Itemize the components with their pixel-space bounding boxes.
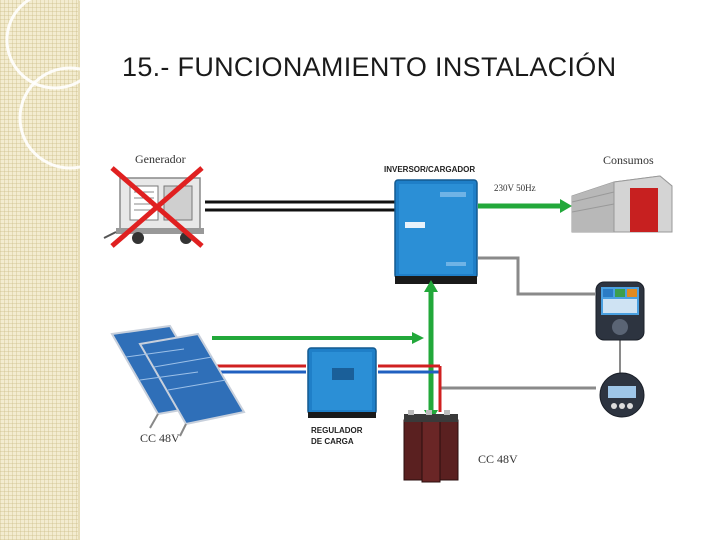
slide-title: 15.- FUNCIONAMIENTO INSTALACIÓN [122, 52, 617, 82]
battery-monitor-icon [599, 372, 645, 418]
ac-output-arrow [478, 199, 572, 213]
control-panel-icon [595, 281, 645, 341]
regulator-to-inverter-arrow [212, 332, 424, 344]
regulator-label-line2: DE CARGA [311, 437, 354, 446]
inverter-charger-icon [394, 179, 478, 284]
battery-bank-icon [403, 410, 459, 483]
battery-voltage-label: CC 48V [478, 452, 518, 466]
inverter-label: INVERSOR/CARGADOR [384, 165, 476, 174]
generator-cross-icon [110, 166, 204, 248]
ac-voltage-label: 230V 50Hz [494, 183, 536, 193]
side-band-edge [78, 0, 80, 540]
charge-regulator-icon [307, 347, 377, 418]
regulator-label-line1: REGULADOR [311, 426, 363, 435]
pv-voltage-label: CC 48V [140, 431, 180, 445]
battery-inverter-bidirectional-arrow [424, 280, 438, 422]
loads-building-icon [571, 175, 673, 233]
generator-label: Generador [135, 152, 186, 166]
loads-label: Consumos [603, 153, 654, 167]
decorative-side-band [0, 0, 80, 540]
solar-panels-icon [110, 324, 246, 437]
comm-line-panel [478, 256, 595, 296]
